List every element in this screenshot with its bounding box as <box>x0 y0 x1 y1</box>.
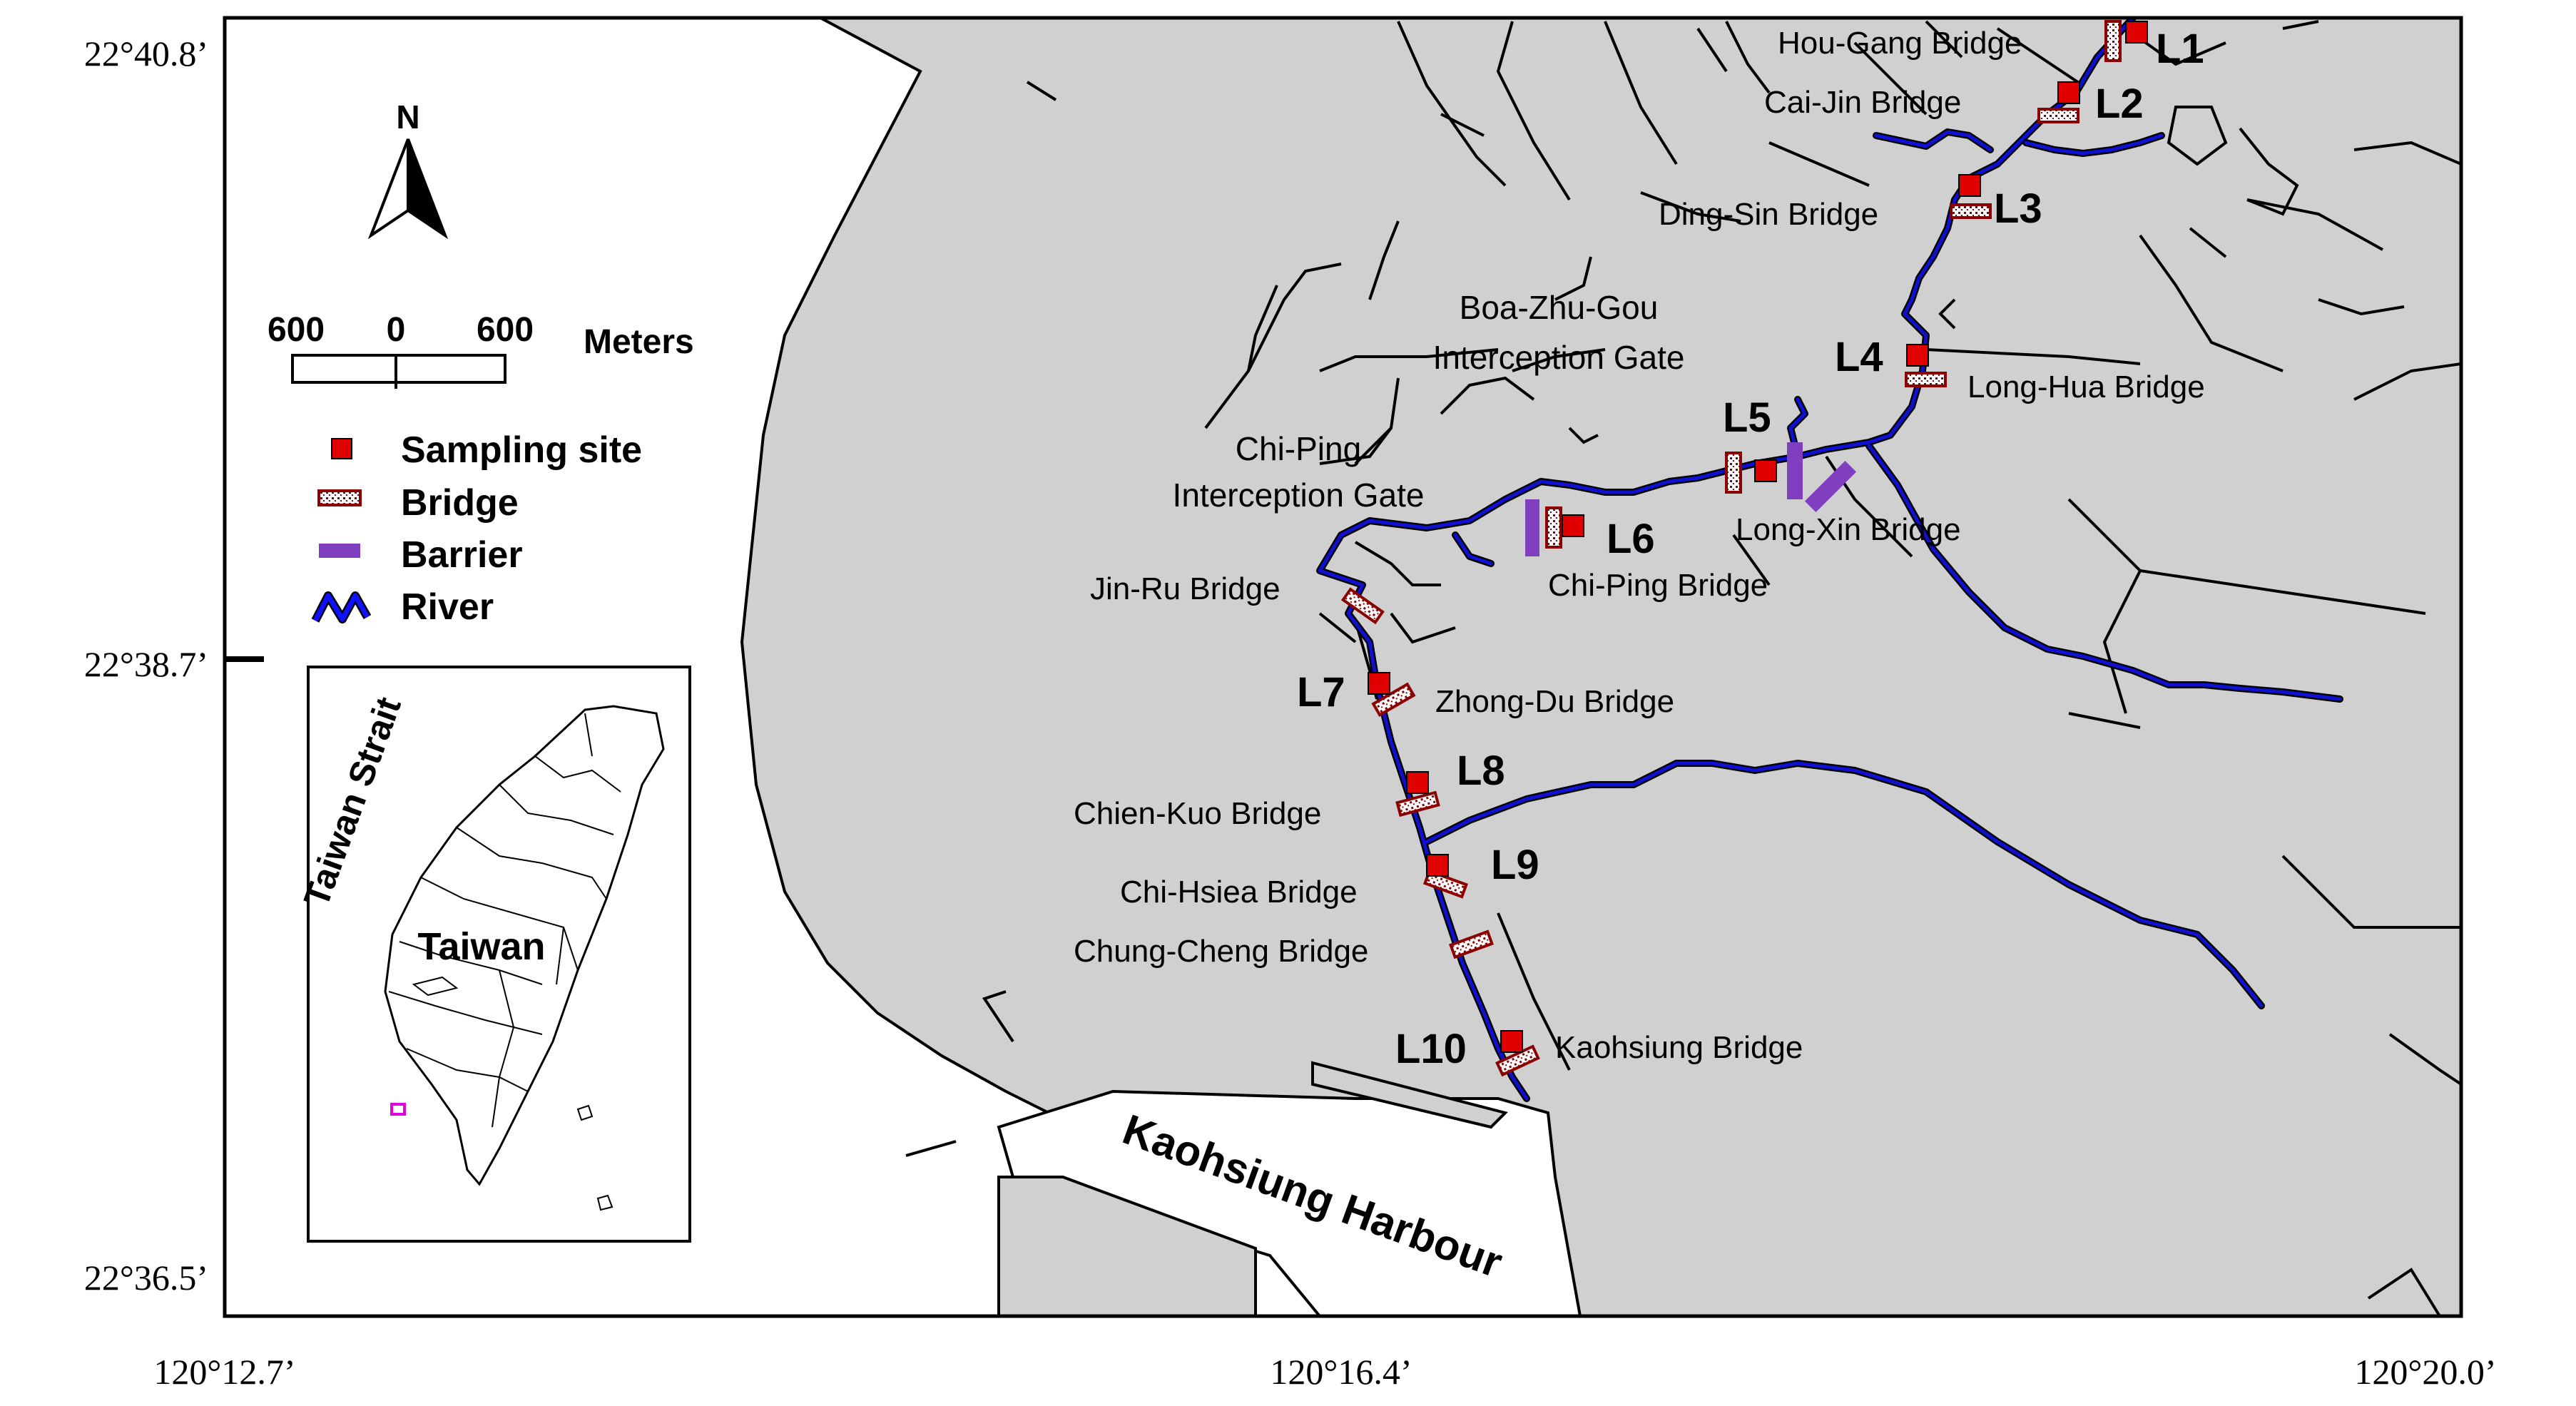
legend: N 600 0 600 Meters Sampling site Bridge … <box>268 98 694 628</box>
inset-islands <box>576 1104 614 1211</box>
inset-map: Taiwan Strait Taiwan <box>296 666 691 1243</box>
bridge-hou-gang <box>2104 20 2122 62</box>
axis-ticks: 22°40.8’ 22°38.7’ 22°36.5’ 120°12.7’ 120… <box>84 34 2497 1392</box>
site-label-l10: L10 <box>1395 1026 1467 1072</box>
inset-island-label: Taiwan <box>417 925 545 968</box>
lat-tick-mark <box>225 656 264 662</box>
site-label-l7: L7 <box>1297 669 1345 715</box>
north-label: N <box>396 98 419 136</box>
river-network <box>1316 18 2343 1102</box>
legend-bridge-label: Bridge <box>401 482 519 524</box>
site-label-l8: L8 <box>1457 748 1505 794</box>
site-l6 <box>1562 514 1584 537</box>
bridge-label-cai-jin: Cai-Jin Bridge <box>1764 85 1961 120</box>
site-l8 <box>1406 771 1429 794</box>
taiwan-outline <box>384 705 665 1186</box>
bridge-label-jin-ru: Jin-Ru Bridge <box>1090 571 1281 606</box>
bridge-label-long-xin: Long-Xin Bridge <box>1736 512 1961 547</box>
map-frame <box>223 16 2463 1318</box>
site-l10 <box>1500 1030 1523 1053</box>
barrier-boa-zhu-gou-2 <box>1804 460 1857 513</box>
gate-labels: Boa-Zhu-Gou Interception Gate Chi-Ping I… <box>1173 289 1685 514</box>
legend-items: Sampling site Bridge Barrier River <box>311 429 642 628</box>
bridge-cai-jin <box>2037 108 2079 123</box>
coast-fragments <box>905 81 1057 1157</box>
scale-label-right: 600 <box>477 311 534 349</box>
scale-bar: 600 0 600 Meters <box>268 311 694 389</box>
bridge-chung-cheng <box>1448 929 1494 959</box>
lon-tick-left: 120°12.7’ <box>153 1352 295 1392</box>
sampling-sites <box>1368 21 2148 1053</box>
study-area-marker <box>390 1103 406 1116</box>
bridge-label-chung-cheng: Chung-Cheng Bridge <box>1074 934 1368 969</box>
bridge-label-zhong-du: Zhong-Du Bridge <box>1435 684 1674 719</box>
barrier-boa-zhu-gou-1 <box>1787 442 1803 499</box>
bridge-label-chien-kuo: Chien-Kuo Bridge <box>1074 796 1321 831</box>
legend-sampling-site-label: Sampling site <box>401 429 642 471</box>
site-l1 <box>2125 21 2148 44</box>
site-l4 <box>1906 344 1929 367</box>
lon-tick-right: 120°20.0’ <box>2354 1352 2496 1392</box>
gate-boa-line1: Boa-Zhu-Gou <box>1460 289 1659 326</box>
bridge-chien-kuo <box>1395 790 1440 817</box>
bridge-jin-ru <box>1340 587 1385 625</box>
bridge-label-kaohsiung: Kaohsiung Bridge <box>1555 1030 1803 1065</box>
site-l3 <box>1958 174 1981 197</box>
bridge-label-chi-hsiea: Chi-Hsiea Bridge <box>1120 875 1358 910</box>
legend-barrier-label: Barrier <box>401 534 523 576</box>
site-label-l1: L1 <box>2156 26 2204 72</box>
legend-sampling-site-icon <box>331 438 352 459</box>
site-l5 <box>1754 459 1777 482</box>
site-labels: L1 L2 L3 L4 L5 L6 L7 L8 L9 L10 <box>1297 26 2204 1072</box>
bridge-markers <box>1340 20 2122 1077</box>
legend-bridge-icon <box>317 489 362 506</box>
legend-barrier-icon <box>319 544 360 558</box>
site-label-l2: L2 <box>2095 81 2144 127</box>
scale-unit: Meters <box>584 323 694 361</box>
gate-chi-line1: Chi-Ping <box>1236 430 1361 467</box>
bridge-long-hua <box>1905 372 1947 387</box>
site-label-l4: L4 <box>1835 334 1883 380</box>
north-arrow-icon <box>367 138 409 240</box>
bridge-labels: Hou-Gang Bridge Cai-Jin Bridge Ding-Sin … <box>1074 26 2205 1065</box>
taiwan-county-lines <box>388 713 621 1128</box>
bridge-label-long-hua: Long-Hua Bridge <box>1967 370 2205 404</box>
gate-chi-line2: Interception Gate <box>1173 477 1425 514</box>
north-arrow: N <box>367 98 449 240</box>
site-label-l5: L5 <box>1723 394 1771 441</box>
barrier-markers <box>1525 442 1857 556</box>
barrier-chi-ping <box>1525 499 1539 556</box>
legend-river-label: River <box>401 586 494 628</box>
land-area <box>740 18 2461 1316</box>
bridge-long-xin <box>1725 452 1742 494</box>
harbour-structures <box>997 1061 1508 1316</box>
bridge-kaohsiung <box>1495 1044 1540 1077</box>
bridge-label-ding-sin: Ding-Sin Bridge <box>1659 197 1878 232</box>
lon-tick-mid: 120°16.4’ <box>1270 1352 1412 1392</box>
bridge-chi-hsiea <box>1422 869 1468 899</box>
site-label-l3: L3 <box>1994 185 2042 232</box>
gate-boa-line2: Interception Gate <box>1433 339 1685 376</box>
bridge-label-hou-gang: Hou-Gang Bridge <box>1778 26 2022 61</box>
scale-label-mid: 0 <box>387 311 406 349</box>
scale-bar-rect <box>291 354 506 384</box>
road-network <box>1204 20 2461 1316</box>
lat-tick-mid: 22°38.7’ <box>84 644 208 684</box>
bridge-label-chi-ping: Chi-Ping Bridge <box>1548 568 1768 603</box>
lat-tick-bottom: 22°36.5’ <box>84 1258 208 1298</box>
site-label-l9: L9 <box>1491 842 1539 888</box>
scale-label-left: 600 <box>268 311 325 349</box>
bridge-chi-ping <box>1545 506 1562 549</box>
site-label-l6: L6 <box>1607 516 1655 562</box>
site-l9 <box>1426 854 1449 877</box>
bridge-ding-sin <box>1950 203 1992 219</box>
site-l7 <box>1368 672 1390 695</box>
site-l2 <box>2057 81 2080 104</box>
lat-tick-top: 22°40.8’ <box>84 34 208 73</box>
